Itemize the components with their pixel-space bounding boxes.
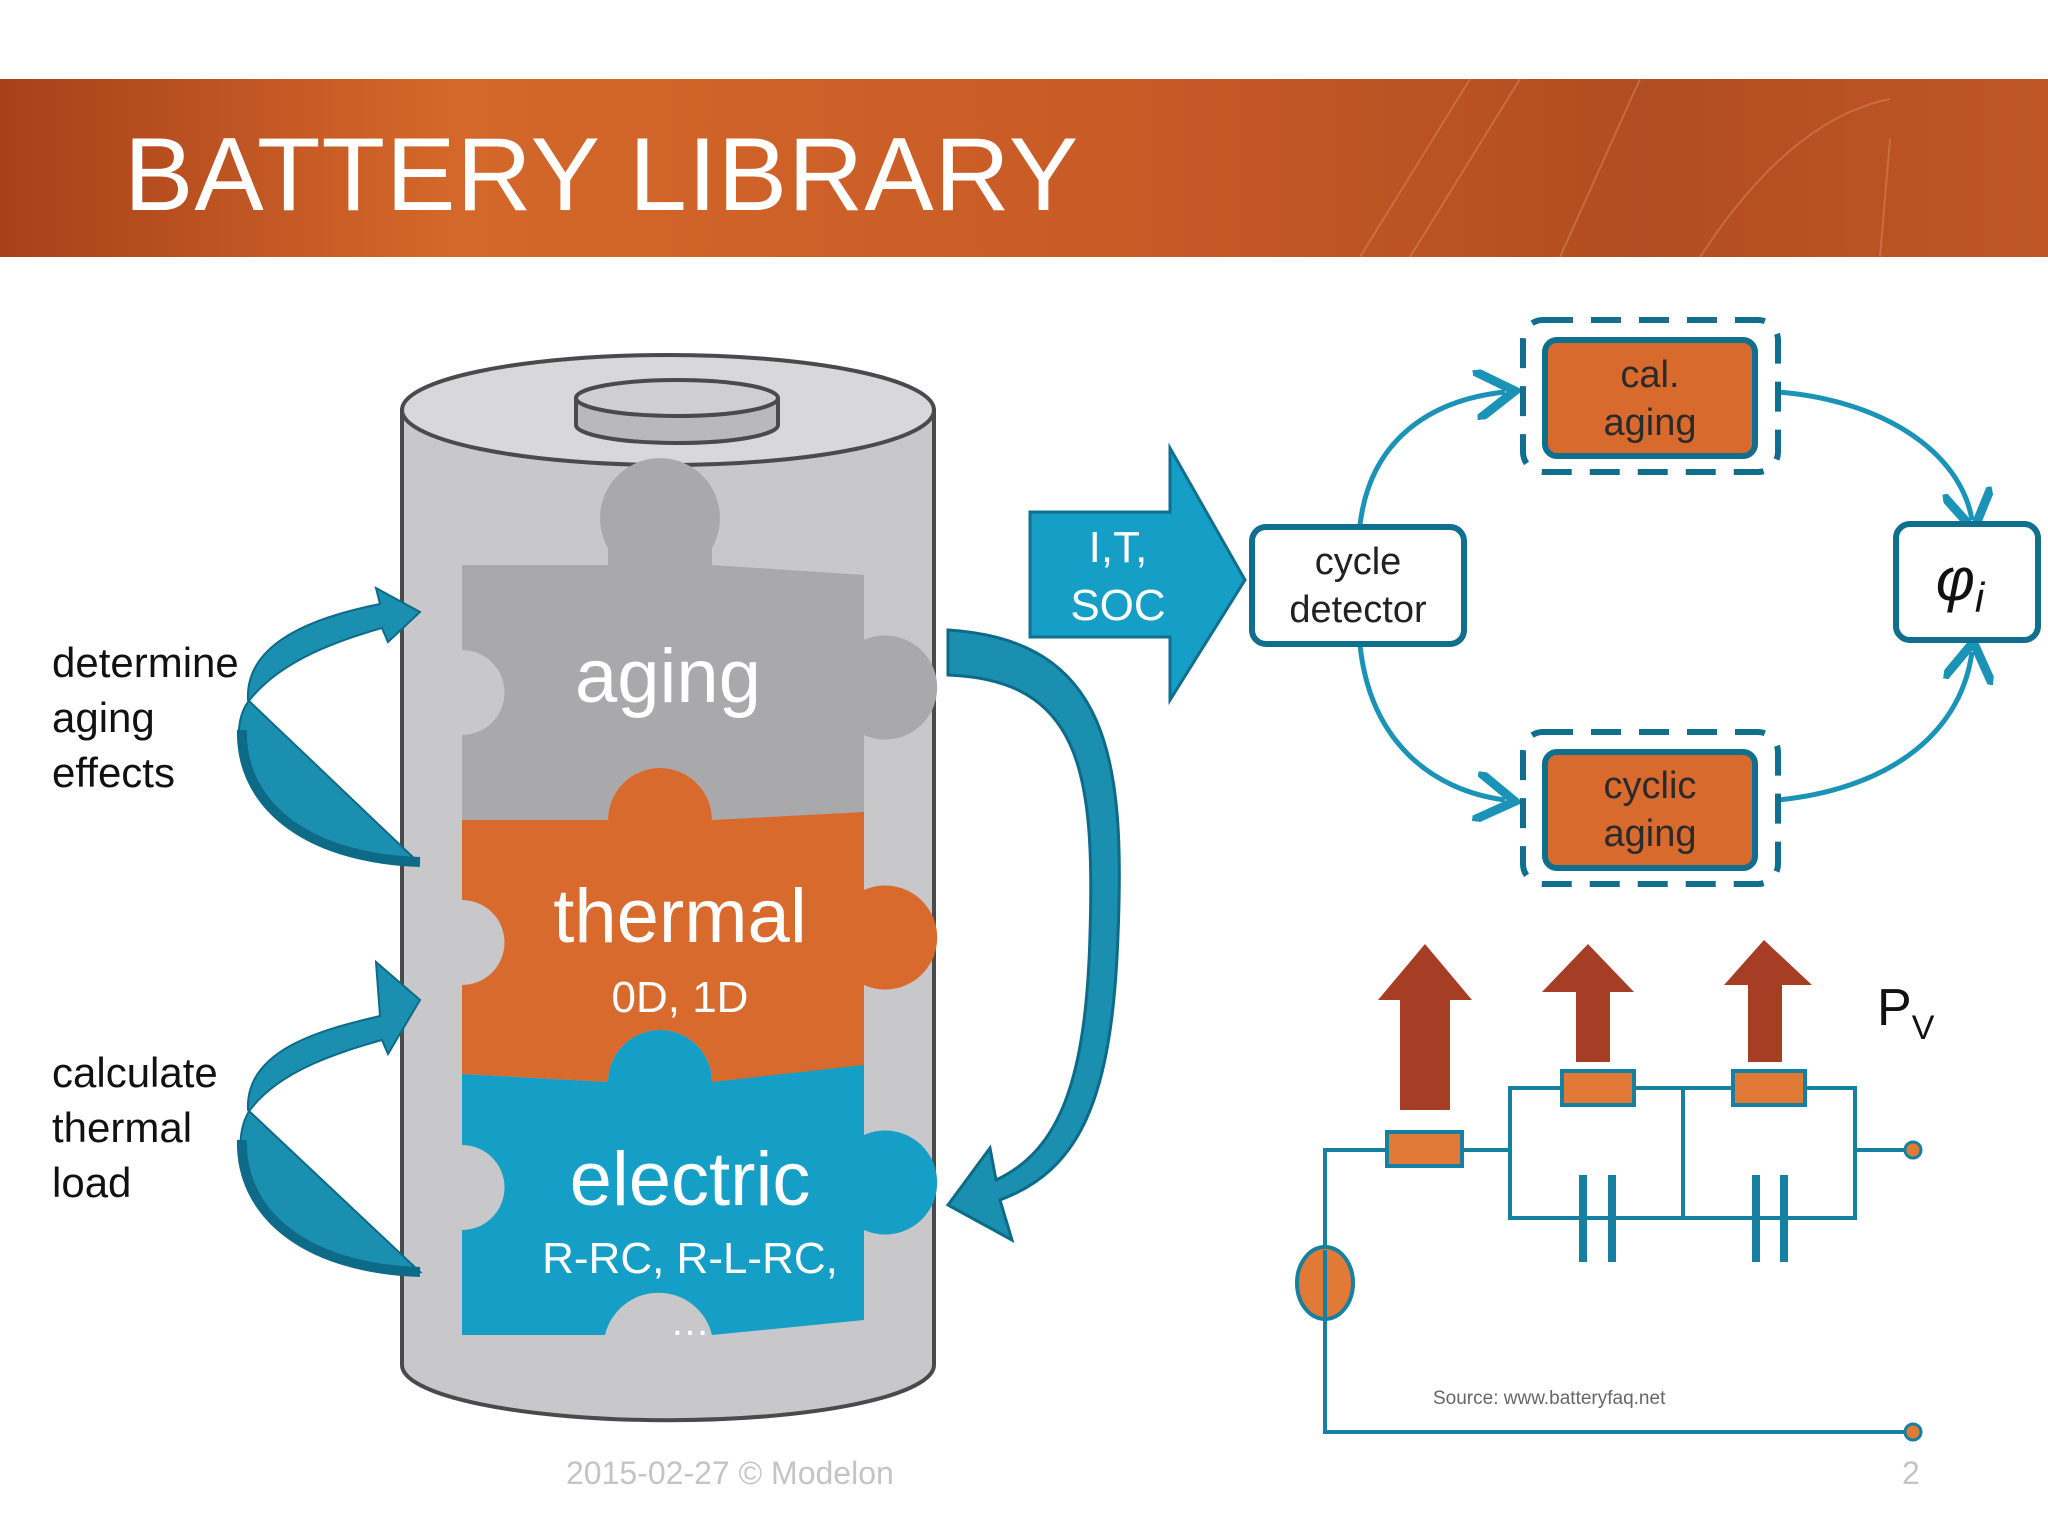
calculate-thermal-load-label: calculate thermal load [52,1049,218,1206]
cycle-detector-box [1249,524,1467,647]
phi-output-box [1893,521,2041,643]
thermal-layer-sub: 0D, 1D [612,973,749,1022]
aging-flow-connectors [1357,392,1972,800]
circuit-terminals [1903,1140,1923,1442]
determine-curved-arrow [236,586,422,867]
equivalent-circuit [1323,1086,1913,1434]
power-loss-label: PV [1877,979,1935,1047]
cycle-detector-line-1: cycle [1315,541,1402,583]
determine-aging-effects-label: determine aging effects [52,639,239,796]
thermal-layer-label: thermal [553,874,806,959]
input-signal-arrow [1028,442,1247,706]
puzzle-piece-electric [462,1030,938,1335]
electric-layer-sub: R-RC, R-L-RC, [542,1234,838,1283]
cal-aging-line-1: cal. [1620,354,1679,396]
puzzle-piece-aging [462,458,938,820]
header-banner: BATTERY LIBRARY [0,79,2048,257]
voltage-source-icon [1295,1245,1355,1321]
cyclic-aging-line-2: aging [1604,813,1697,855]
source-credit: Source: www.batteryfaq.net [1433,1388,1666,1409]
cycle-detector-line-2: detector [1289,589,1427,631]
cyclic-aging-line-1: cyclic [1604,765,1697,807]
footer-date-copyright: 2015-02-27 © Modelon [566,1455,894,1491]
banner-decoration [1359,79,1891,257]
footer-page-number: 2 [1902,1455,1920,1491]
cal-aging-box [1520,317,1781,475]
electric-layer-ellipsis: … [670,1300,710,1344]
circuit-resistors [1385,1069,1807,1168]
input-signal-line-2: SOC [1070,581,1165,630]
calculate-curved-arrow [236,959,423,1277]
input-signal-line-1: I,T, [1089,523,1148,572]
phi-symbol: φi [1936,546,1986,621]
electric-layer-label: electric [570,1137,811,1222]
puzzle-piece-thermal [462,768,938,1082]
battery-terminal [574,378,780,445]
heat-loss-arrows [1378,940,1812,1110]
cyclic-aging-box [1520,729,1781,887]
aging-layer-label: aging [575,634,761,719]
feedback-curved-arrow [945,628,1121,1244]
page-title: BATTERY LIBRARY [124,117,1080,233]
cal-aging-line-2: aging [1604,402,1697,444]
